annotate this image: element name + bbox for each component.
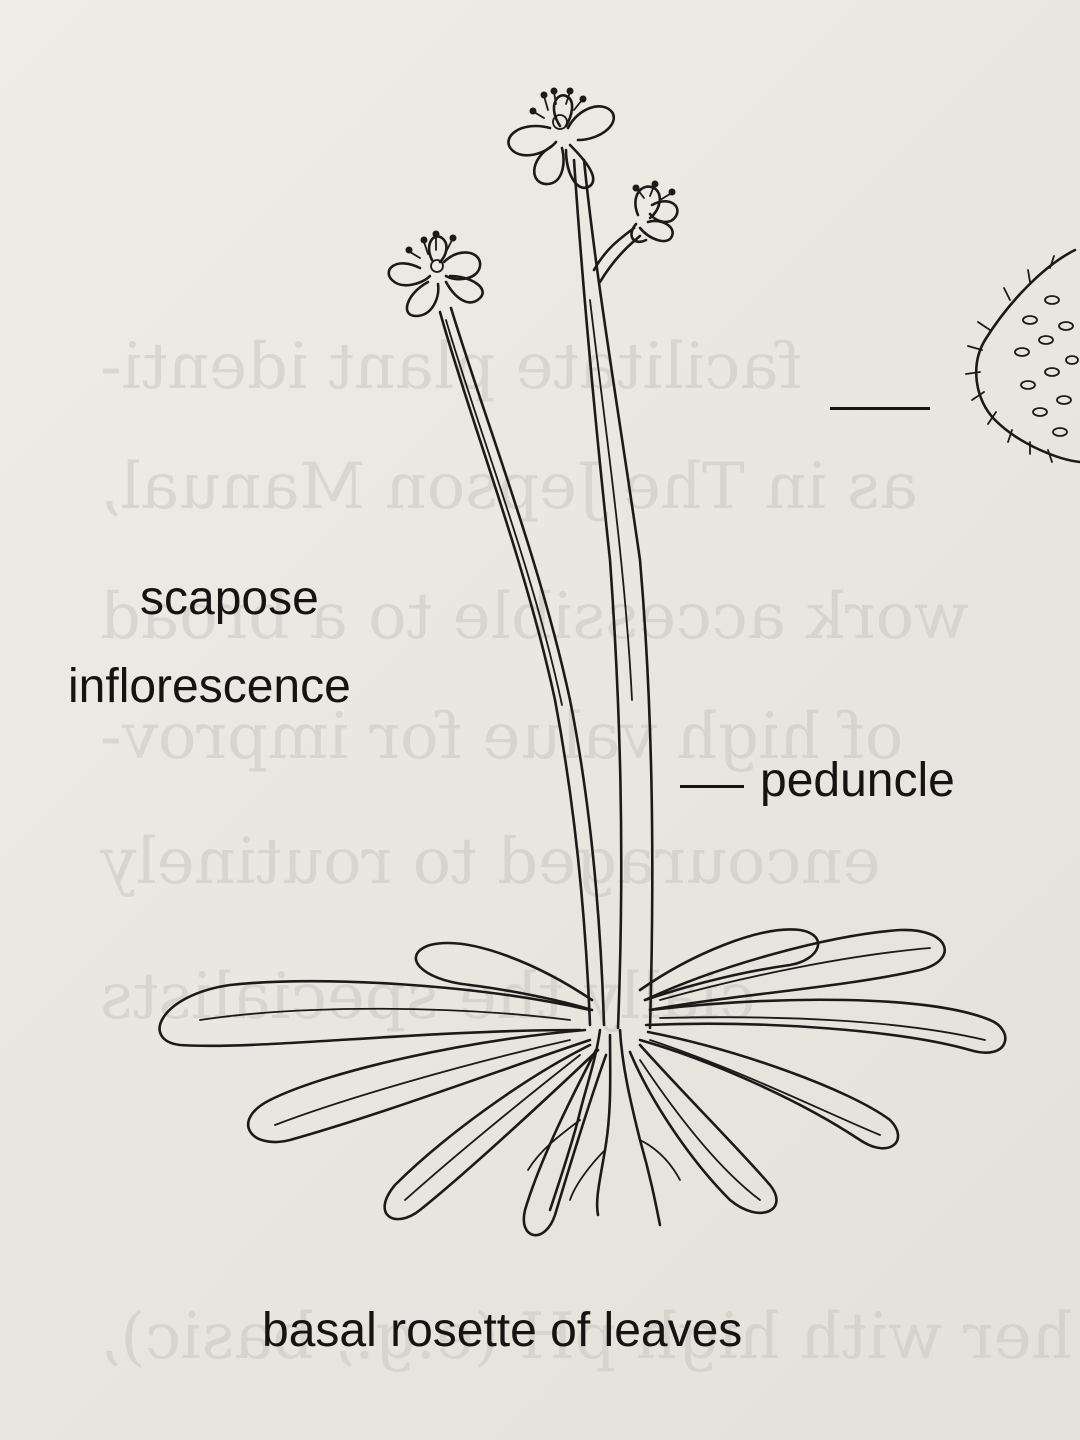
basal-rosette xyxy=(158,928,1007,1237)
scapose-label-line2: inflorescence xyxy=(68,660,351,713)
peduncle-leader-line xyxy=(680,785,744,788)
side-flower xyxy=(630,180,679,244)
scapose-label-line1: scapose xyxy=(140,572,319,625)
peduncle-stem xyxy=(572,158,654,1030)
top-flower xyxy=(507,87,616,190)
seed-head-leader-line xyxy=(830,407,930,410)
roots xyxy=(527,1028,681,1227)
seed-head-fragment xyxy=(965,248,1080,464)
peduncle-label: peduncle xyxy=(760,754,955,807)
left-scape xyxy=(438,306,606,1027)
left-flower xyxy=(387,230,484,318)
basal-rosette-label: basal rosette of leaves xyxy=(262,1304,743,1357)
